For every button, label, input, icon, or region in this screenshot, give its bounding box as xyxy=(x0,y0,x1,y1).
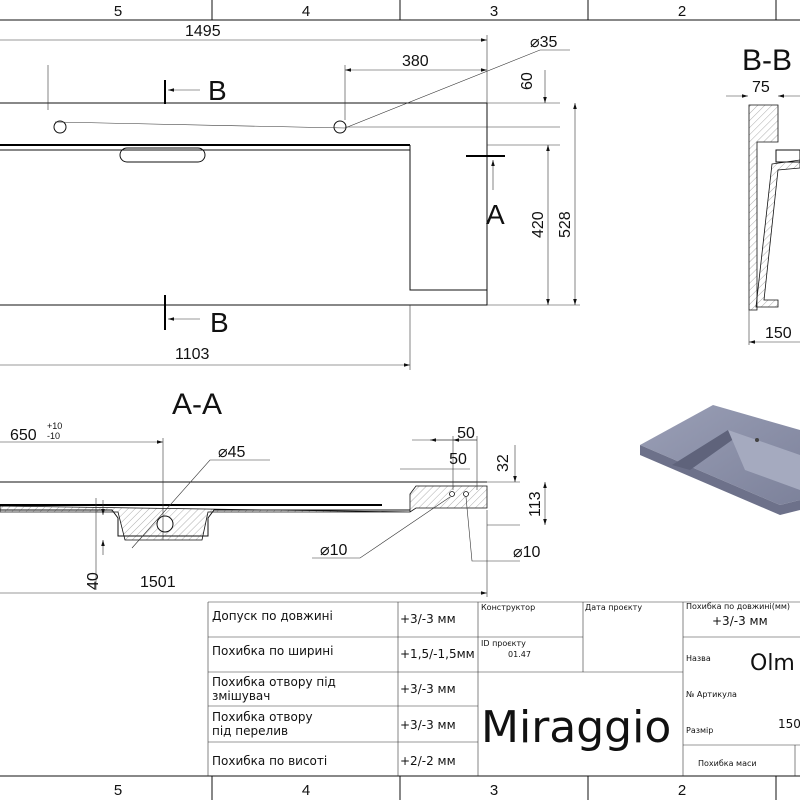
title-block-grid xyxy=(207,601,800,776)
dim-drain-position: 650 xyxy=(10,427,37,444)
length-tol-label: Похибка по довжині(мм) xyxy=(686,602,790,611)
tolerance-label: Похибка отвору xyxy=(212,710,313,724)
name-label: Назва xyxy=(686,654,711,663)
grid-column-label: 4 xyxy=(302,782,310,799)
length-tol-value: +3/-3 мм xyxy=(712,614,768,628)
size-value: 150 xyxy=(778,717,800,731)
tolerance-label: Похибка по ширині xyxy=(212,644,333,658)
sink-outline xyxy=(0,102,488,306)
sink-3d-render xyxy=(640,405,800,515)
grid-column-label: 2 xyxy=(678,3,686,20)
dim-overflow-spacing-inner: 50 xyxy=(449,451,467,468)
dim-overflow-diameter-left: ⌀10 xyxy=(320,542,348,559)
tolerance-table: Допуск по довжині +3/-3 мм Похибка по ши… xyxy=(212,609,475,768)
section-aa: A-A 650 +10 -10 ⌀45 50 50 32 xyxy=(0,388,547,597)
drain-hole xyxy=(156,515,174,533)
section-bb-title: B-B xyxy=(742,44,792,77)
dim-32: 32 xyxy=(495,454,512,472)
tolerance-label: Допуск по довжині xyxy=(212,609,333,623)
dim-basin-depth: 420 xyxy=(530,211,547,238)
tolerance-label-line2: під перелив xyxy=(212,724,288,738)
dim-113: 113 xyxy=(527,491,544,517)
project-id-label: ID проєкту xyxy=(481,639,526,648)
overflow-hole xyxy=(463,491,469,497)
dim-hole-offset: 380 xyxy=(402,53,429,70)
dim-drain-tol-plus: +10 xyxy=(47,421,62,431)
grid-column-label: 2 xyxy=(678,782,686,799)
dim-length-section: 1501 xyxy=(140,574,176,591)
dim-basin-length: 1103 xyxy=(175,346,210,363)
tolerance-value: +1,5/-1,5мм xyxy=(400,647,475,661)
tolerance-value: +2/-2 мм xyxy=(400,754,456,768)
mass-tol-label: Похибка маси xyxy=(698,759,757,768)
dim-150: 150 xyxy=(765,325,792,342)
dim-drain-diameter: ⌀45 xyxy=(218,444,246,461)
grid-column-label: 5 xyxy=(114,3,122,20)
size-label: Размір xyxy=(686,726,713,735)
project-id: 01.47 xyxy=(508,650,531,659)
dim-hole-diameter: ⌀35 xyxy=(530,34,558,51)
dim-width-overall: 528 xyxy=(557,211,574,238)
section-aa-title: A-A xyxy=(172,388,222,421)
section-b-marker: B xyxy=(208,75,227,106)
dim-length-overall: 1495 xyxy=(185,23,221,40)
product-name: Olm xyxy=(750,651,795,676)
grid-column-label: 5 xyxy=(114,782,122,799)
dim-40: 40 xyxy=(85,572,102,590)
dim-overflow-diameter-right: ⌀10 xyxy=(513,544,541,561)
grid-column-label: 4 xyxy=(302,3,310,20)
grid-column-label: 3 xyxy=(490,782,498,799)
tap-hole xyxy=(53,120,67,134)
tolerance-label: Похибка отвору під xyxy=(212,675,336,689)
grid-column-label: 3 xyxy=(490,3,498,20)
dim-drain-tol-minus: -10 xyxy=(47,431,60,441)
project-date-label: Дата проєкту xyxy=(585,603,642,612)
designer-label: Конструктор xyxy=(481,603,535,612)
tolerance-label-line2: змішувач xyxy=(212,689,270,703)
overflow-slot xyxy=(119,147,206,163)
dim-overflow-spacing-top: 50 xyxy=(457,425,475,442)
tolerance-value: +3/-3 мм xyxy=(400,612,456,626)
tolerance-value: +3/-3 мм xyxy=(400,682,456,696)
brand-logo: Miraggio xyxy=(481,702,671,753)
tolerance-value: +3/-3 мм xyxy=(400,718,456,732)
tolerance-label: Похибка по висоті xyxy=(212,754,327,768)
title-block-info: Конструктор Дата проєкту ID проєкту 01.4… xyxy=(481,602,800,768)
overflow-hole xyxy=(449,491,455,497)
dim-75: 75 xyxy=(752,79,770,96)
top-view: 1495 380 ⌀35 60 420 528 1103 B B xyxy=(0,23,580,370)
tap-hole xyxy=(333,120,347,134)
section-a-marker: A xyxy=(486,199,505,230)
article-label: № Артикула xyxy=(686,690,737,699)
dim-hole-edge: 60 xyxy=(519,72,536,90)
section-bb: B-B 75 150 xyxy=(726,44,800,345)
section-b-marker: B xyxy=(210,307,229,338)
